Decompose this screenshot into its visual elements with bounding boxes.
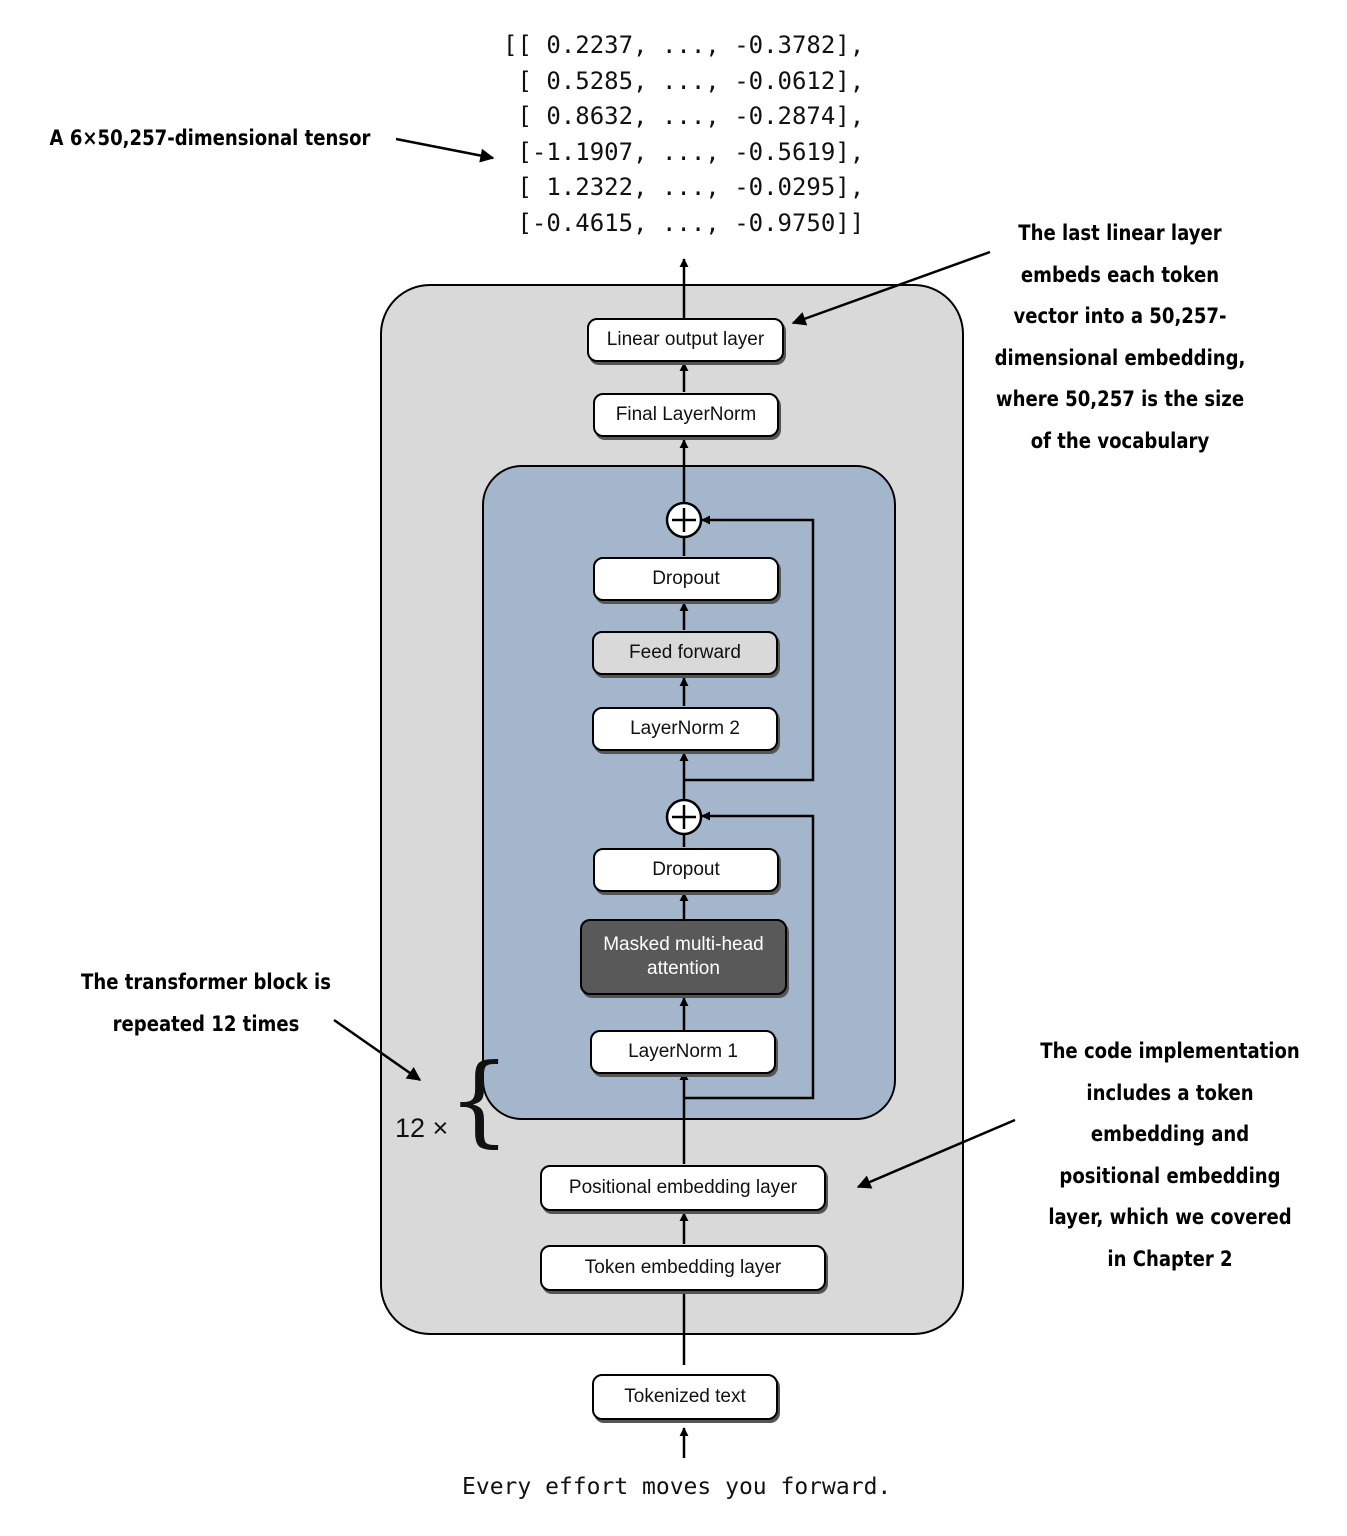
- note-line: dimensional embedding,: [994, 345, 1246, 370]
- linear-layer-note: The last linear layer embeds each token …: [982, 213, 1257, 462]
- note-line: of the vocabulary: [1030, 428, 1210, 453]
- output-tensor: [[ 0.2237, ..., -0.3782], [ 0.5285, ...,…: [503, 28, 864, 241]
- layernorm-2: LayerNorm 2: [592, 707, 778, 751]
- tensor-row: [ 0.5285, ..., -0.0612],: [503, 66, 865, 95]
- note-line: repeated 12 times: [112, 1011, 300, 1036]
- dropout-top: Dropout: [593, 557, 779, 601]
- note-line: embedding and: [1090, 1122, 1250, 1146]
- positional-embedding-layer: Positional embedding layer: [540, 1165, 826, 1211]
- tensor-row: [ 1.2322, ..., -0.0295],: [503, 173, 865, 201]
- residual-add-bottom-icon: [665, 798, 703, 836]
- note-line: The code implementation: [1040, 1039, 1300, 1063]
- note-line: embeds each token: [1020, 262, 1220, 287]
- attention-label-line: attention: [647, 958, 720, 979]
- repeat-note: The transformer block is repeated 12 tim…: [68, 962, 343, 1045]
- linear-output-layer: Linear output layer: [587, 318, 784, 362]
- residual-add-top-icon: [665, 501, 703, 539]
- tensor-label: A 6×50,257-dimensional tensor: [49, 126, 371, 150]
- feed-forward: Feed forward: [592, 631, 778, 675]
- curly-brace-icon: {: [448, 1044, 511, 1158]
- input-text: Every effort moves you forward.: [462, 1474, 892, 1500]
- embedding-note: The code implementation includes a token…: [1028, 1031, 1312, 1280]
- attention-label-line: Masked multi-head: [603, 934, 764, 955]
- masked-multi-head-attention: Masked multi-head attention: [580, 919, 787, 995]
- tensor-row: [ 0.8632, ..., -0.2874],: [503, 102, 865, 130]
- note-line: vector into a 50,257-: [1013, 304, 1227, 328]
- repeat-count: 12 ×: [395, 1113, 449, 1143]
- tokenized-text: Tokenized text: [592, 1374, 778, 1420]
- note-line: The last linear layer: [1018, 221, 1222, 245]
- dropout-bottom: Dropout: [593, 848, 779, 892]
- tensor-row: [-1.1907, ..., -0.5619],: [503, 137, 865, 166]
- final-layernorm: Final LayerNorm: [593, 393, 779, 437]
- note-line: in Chapter 2: [1107, 1246, 1233, 1271]
- note-line: includes a token: [1086, 1080, 1254, 1105]
- token-embedding-layer: Token embedding layer: [540, 1245, 826, 1291]
- layernorm-1: LayerNorm 1: [590, 1030, 776, 1074]
- note-line: The transformer block is: [81, 970, 331, 994]
- note-line: layer, which we covered: [1048, 1205, 1292, 1229]
- note-line: where 50,257 is the size: [995, 387, 1245, 411]
- note-line: positional embedding: [1059, 1163, 1281, 1188]
- tensor-row: [[ 0.2237, ..., -0.3782],: [503, 31, 865, 59]
- tensor-row: [-0.4615, ..., -0.9750]]: [503, 208, 865, 237]
